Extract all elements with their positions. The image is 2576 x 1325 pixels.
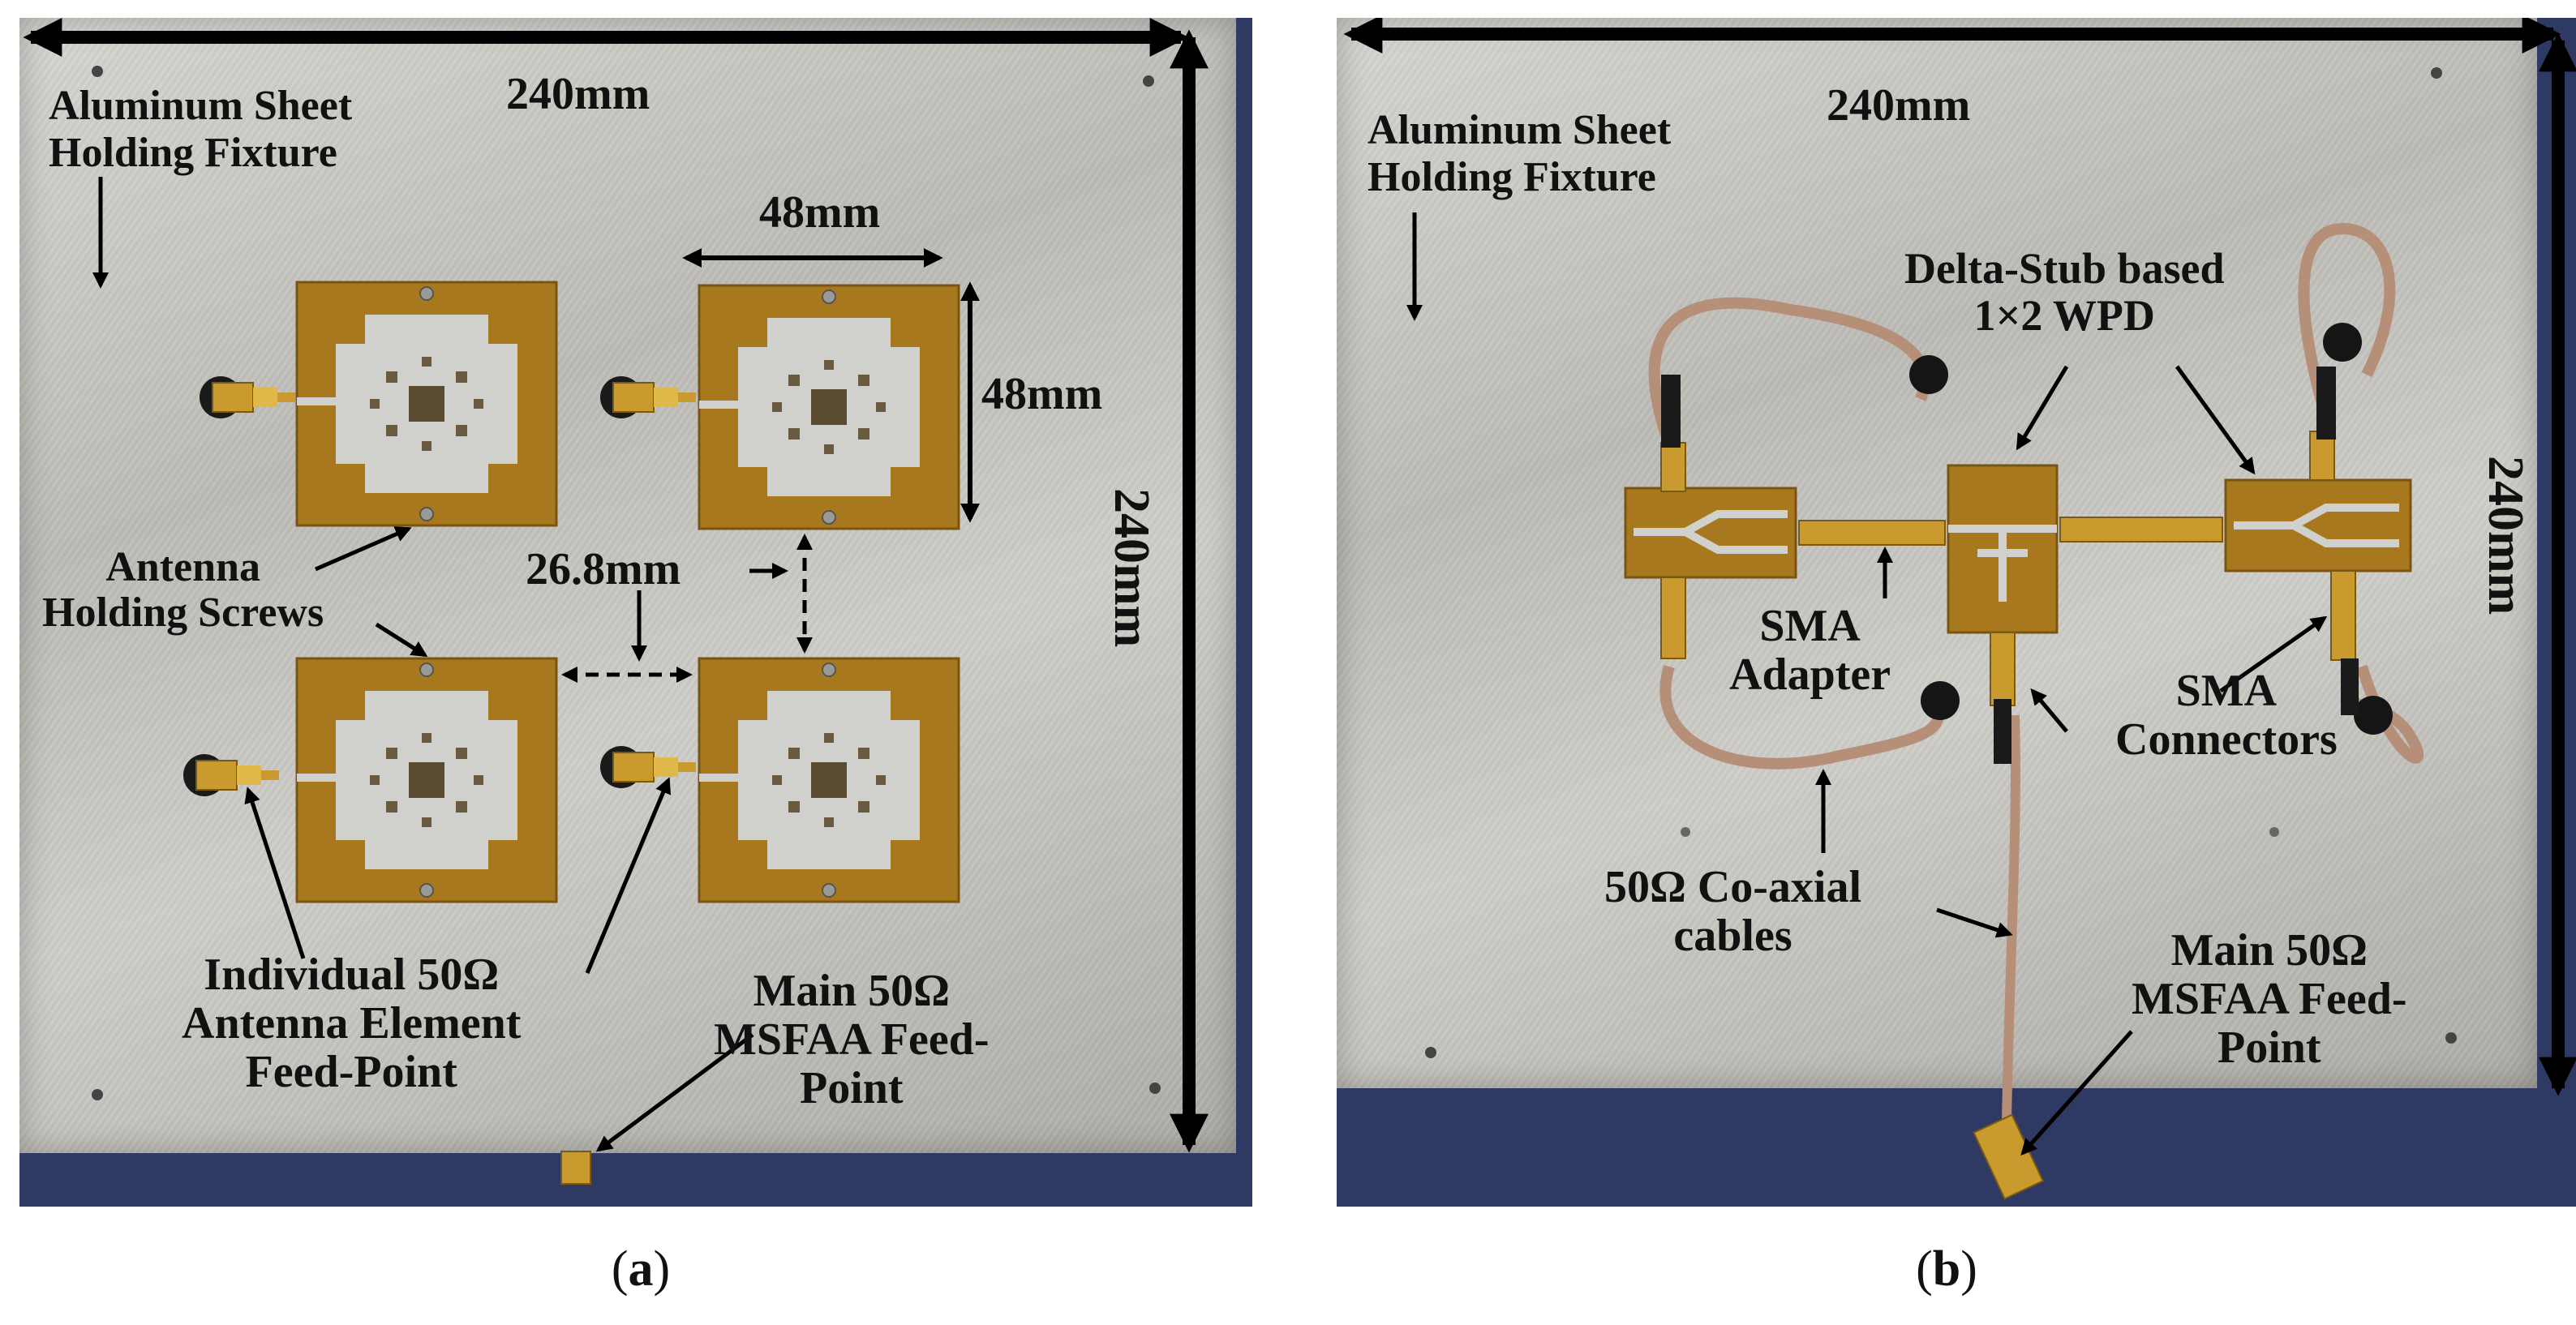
- antenna-element-1: [295, 281, 558, 527]
- panel-a-photo: 240mm 240mm Aluminum Sheet Holding Fixtu…: [19, 18, 1252, 1207]
- antenna-element-2: [698, 284, 960, 530]
- fixture-label: Aluminum Sheet Holding Fixture: [49, 83, 353, 176]
- main-feed-label: Main 50Ω MSFAA Feed- Point: [714, 966, 990, 1113]
- antenna-element-3: [295, 657, 558, 903]
- caption-b: (b): [1916, 1241, 1977, 1297]
- element-height-label: 48mm: [981, 369, 1103, 419]
- dimension-label-side: 240mm: [2478, 456, 2533, 615]
- spacing-label: 26.8mm: [526, 544, 681, 594]
- panel-b-graphics: [1343, 18, 2576, 1200]
- screws-label: Antenna Holding Screws: [42, 544, 324, 636]
- element-width-label: 48mm: [759, 187, 881, 238]
- main-feed-label: Main 50Ω MSFAA Feed- Point: [2132, 925, 2407, 1073]
- dimension-label-top: 240mm: [506, 69, 650, 119]
- wpd-label: Delta-Stub based 1×2 WPD: [1904, 244, 2225, 340]
- panel-a-graphics: [23, 18, 1209, 1185]
- sma-connectors-label: SMA Connectors: [2115, 666, 2338, 765]
- caption-a: (a): [611, 1241, 671, 1297]
- dimension-label-top: 240mm: [1827, 80, 1971, 131]
- panel-b-photo: 240mm 240mm Aluminum Sheet Holding Fixtu…: [1337, 18, 2576, 1207]
- feed-point-label: Individual 50Ω Antenna Element Feed-Poin…: [182, 950, 522, 1097]
- sma-adapter-label: SMA Adapter: [1729, 601, 1891, 700]
- coaxial-cables-label: 50Ω Co-axial cables: [1604, 862, 1862, 961]
- dimension-label-side: 240mm: [1104, 488, 1159, 648]
- antenna-element-4: [698, 657, 960, 903]
- aluminum-plate: [19, 18, 1236, 1153]
- fixture-label: Aluminum Sheet Holding Fixture: [1367, 107, 1672, 200]
